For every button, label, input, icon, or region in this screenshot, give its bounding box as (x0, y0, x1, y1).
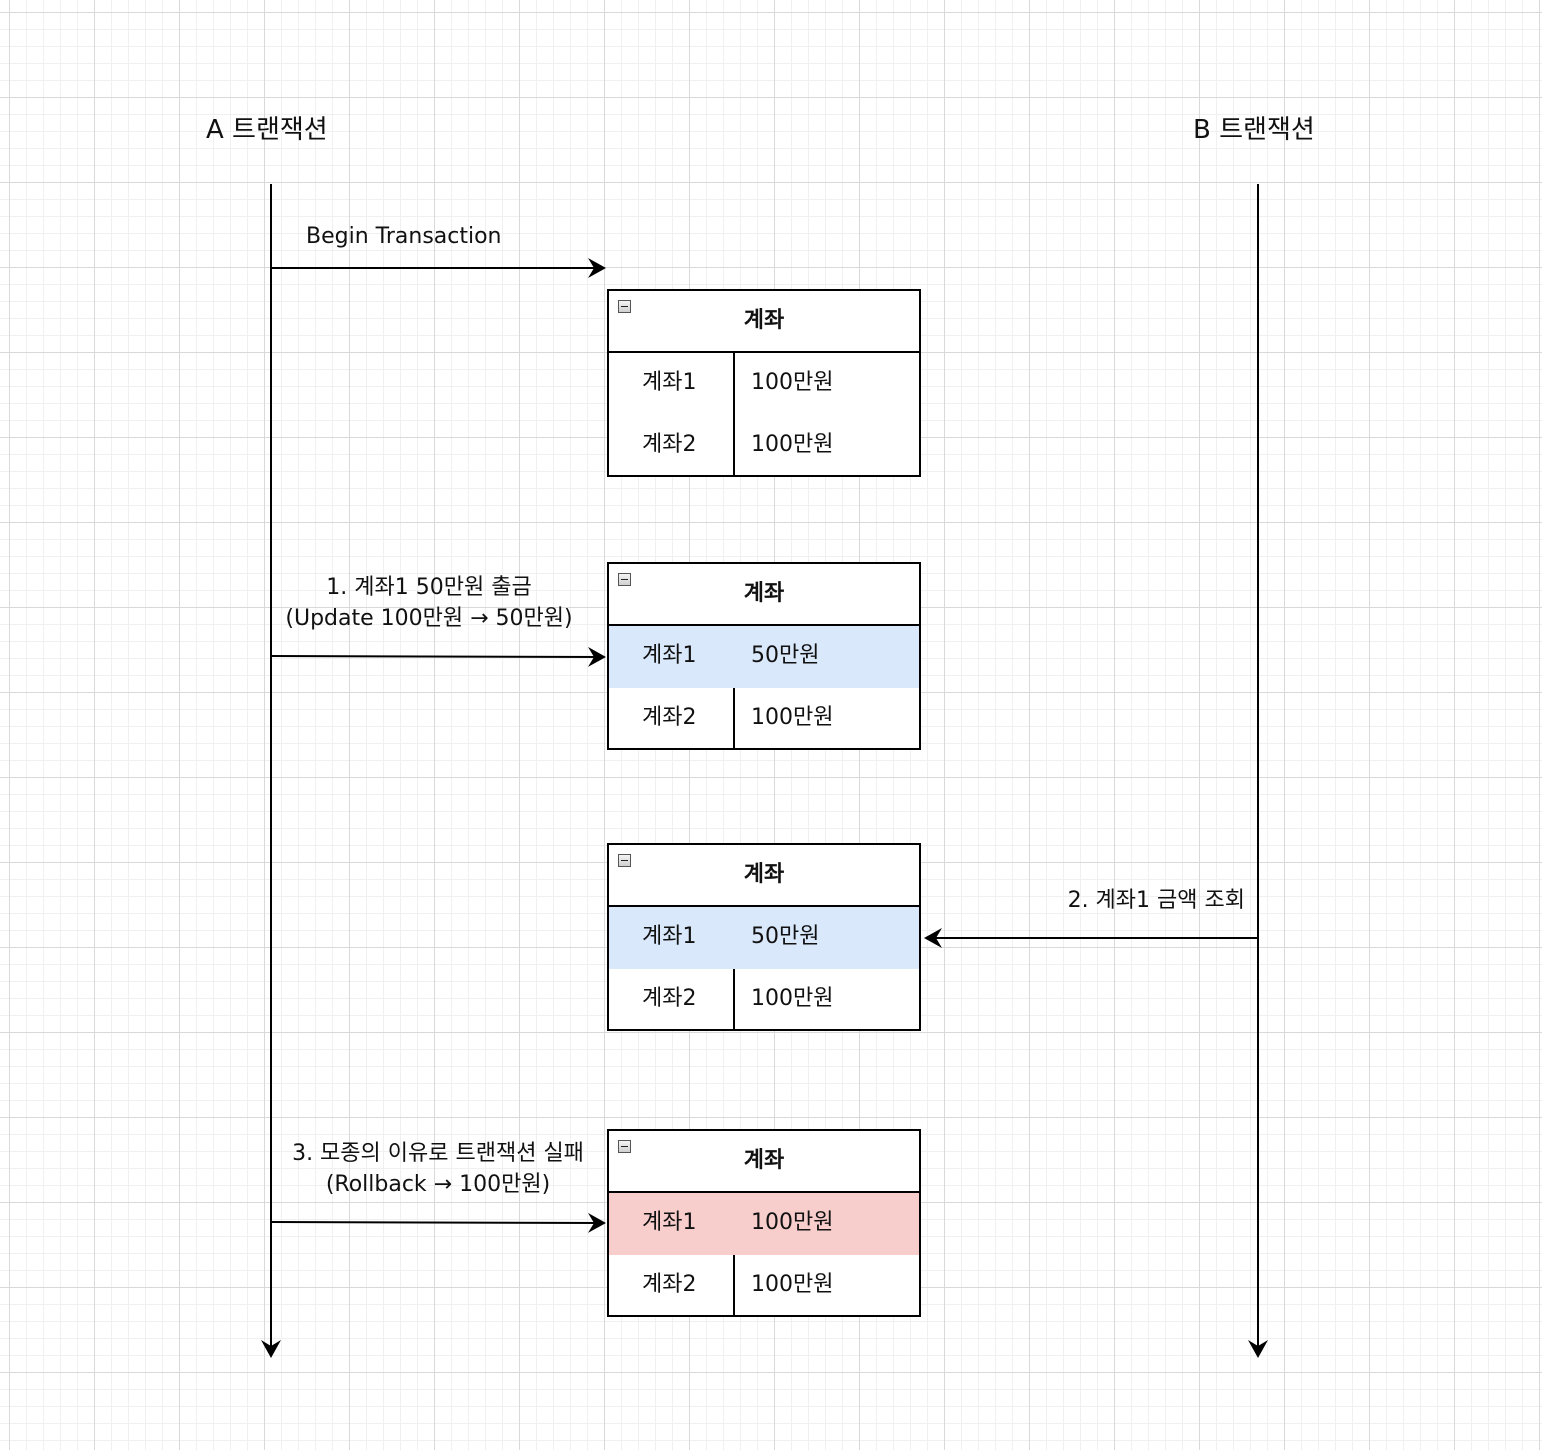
step1-label-line2: (Update 100만원 → 50만원) (285, 606, 573, 631)
table-header: 계좌 (609, 564, 919, 626)
step2-label: 2. 계좌1 금액 조회 (1067, 888, 1245, 913)
account-name: 계좌2 (642, 986, 697, 1011)
table-title: 계좌 (743, 1148, 785, 1173)
table-header: 계좌 (609, 1131, 919, 1193)
account-name: 계좌1 (642, 1210, 697, 1235)
account-amount: 100만원 (751, 1272, 834, 1297)
table-row-rolled-back: 계좌1 100만원 (609, 1193, 919, 1255)
collapse-minus-icon[interactable] (618, 300, 631, 313)
lifeline-b-title: B 트랜잭션 (1193, 115, 1315, 145)
account-table-after-rollback: 계좌 계좌1 100만원 계좌2 100만원 (607, 1129, 921, 1317)
account-amount: 100만원 (751, 705, 834, 730)
table-title: 계좌 (743, 862, 785, 887)
step3-label-line2: (Rollback → 100만원) (325, 1172, 551, 1197)
account-amount: 100만원 (751, 432, 834, 457)
table-row-updated: 계좌1 50만원 (609, 626, 919, 688)
rollback-arrow (270, 1212, 606, 1233)
step3-label-line1: 3. 모종의 이유로 트랜잭션 실패 (292, 1141, 584, 1166)
column-divider (733, 353, 735, 477)
table-header: 계좌 (609, 845, 919, 907)
table-title: 계좌 (743, 308, 785, 333)
table-header: 계좌 (609, 291, 919, 353)
lifeline-a-title: A 트랜잭션 (206, 115, 328, 145)
update-arrow (270, 646, 606, 667)
step1-label-line1: 1. 계좌1 50만원 출금 (326, 575, 532, 600)
account-name: 계좌2 (642, 705, 697, 730)
account-name: 계좌2 (642, 432, 697, 457)
column-divider (733, 688, 735, 750)
account-amount: 100만원 (751, 370, 834, 395)
begin-transaction-label: Begin Transaction (306, 224, 502, 249)
table-title: 계좌 (743, 581, 785, 606)
table-row: 계좌2 100만원 (609, 1255, 919, 1315)
collapse-minus-icon[interactable] (618, 573, 631, 586)
table-row: 계좌1 100만원 (609, 353, 919, 415)
collapse-minus-icon[interactable] (618, 854, 631, 867)
account-table-after-update: 계좌 계좌1 50만원 계좌2 100만원 (607, 562, 921, 750)
table-row: 계좌2 100만원 (609, 688, 919, 748)
account-table-initial: 계좌 계좌1 100만원 계좌2 100만원 (607, 289, 921, 477)
table-row: 계좌2 100만원 (609, 969, 919, 1029)
account-name: 계좌2 (642, 1272, 697, 1297)
column-divider (733, 969, 735, 1031)
table-row: 계좌2 100만원 (609, 415, 919, 475)
account-name: 계좌1 (642, 924, 697, 949)
column-divider (733, 1255, 735, 1317)
table-row-updated: 계좌1 50만원 (609, 907, 919, 969)
account-amount: 50만원 (751, 643, 820, 668)
account-amount: 100만원 (751, 986, 834, 1011)
collapse-minus-icon[interactable] (618, 1140, 631, 1153)
account-table-dirty-read: 계좌 계좌1 50만원 계좌2 100만원 (607, 843, 921, 1031)
account-amount: 50만원 (751, 924, 820, 949)
account-amount: 100만원 (751, 1210, 834, 1235)
account-name: 계좌1 (642, 370, 697, 395)
account-name: 계좌1 (642, 643, 697, 668)
